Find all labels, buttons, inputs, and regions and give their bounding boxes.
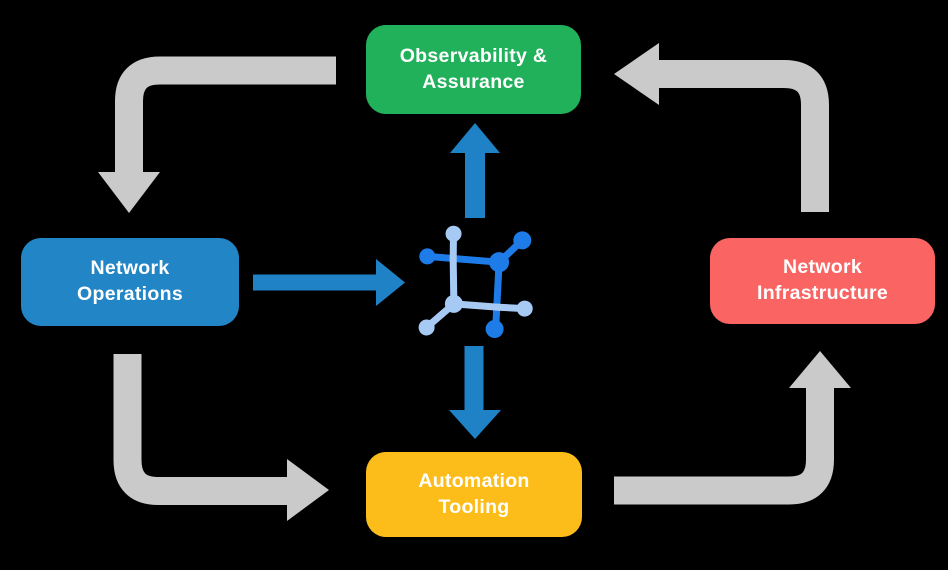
arrowhead-down [449,410,501,439]
node-label-line1: Observability & [399,44,548,67]
icon-corner-topright [489,252,510,273]
node-label-line2: Tooling [438,495,510,518]
arrow-center-to-observability [450,123,500,218]
icon-node-topright [513,231,532,250]
arrowhead-up [450,123,500,153]
icon-node-right [516,300,533,317]
icon-node-bottom [485,320,504,339]
node-label-line1: Network [90,257,170,280]
arrowhead-up [789,351,851,388]
arrow-shaft [115,56,336,174]
icon-node-left [419,248,436,265]
arrow-infrastructure-to-observability [614,43,829,212]
icon-corner-bottomleft [444,294,463,313]
arrow-shaft [659,60,829,212]
icon-node-top [445,225,462,242]
arrow-shaft [113,354,288,505]
icon-node-bottomleft [418,319,435,336]
arrow-automation-to-infrastructure [614,351,851,505]
node-network-operations: Network Operations [21,238,239,326]
node-automation-tooling: Automation Tooling [366,452,582,537]
arrow-observability-to-operations [98,56,336,213]
arrow-center-to-automation [449,346,501,439]
arrow-operations-to-center [253,259,405,306]
node-label-line2: Infrastructure [757,282,888,304]
arrow-shaft [614,388,834,505]
node-observability-assurance: Observability & Assurance [366,25,581,114]
arrow-operations-to-automation [113,354,329,521]
node-label-line2: Operations [77,283,183,305]
icon-top-edge [423,252,503,266]
node-network-infrastructure: Network Infrastructure [710,238,935,324]
arrowhead-down [98,172,160,213]
node-label-line2: Assurance [422,70,525,93]
arrowhead-left [614,43,659,105]
network-mesh-icon [418,225,533,339]
node-label-line1: Network [782,256,863,279]
node-label-line1: Automation [418,469,530,492]
arrowhead-right [287,459,329,521]
arrowhead-right [376,259,405,306]
